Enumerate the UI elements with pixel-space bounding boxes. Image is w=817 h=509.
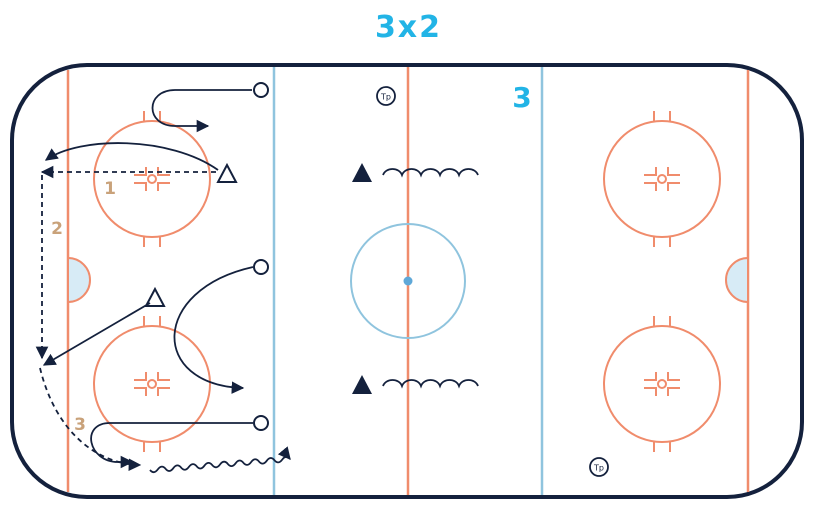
skate-path-middle bbox=[173, 266, 254, 394]
page-title: 3x2 bbox=[374, 10, 443, 45]
skate-path-bottom bbox=[90, 422, 253, 469]
puck-carry-path-top bbox=[382, 168, 479, 178]
faceoff-circle-left-top bbox=[93, 111, 211, 247]
skate-path-defense-2 bbox=[42, 302, 151, 366]
puck-carrier-1-icon bbox=[352, 163, 372, 182]
step-label-1: 1 bbox=[104, 179, 116, 199]
goal-crease-right bbox=[725, 256, 749, 304]
defense-player-2-icon bbox=[144, 286, 166, 307]
coach-right-icon: Tp bbox=[589, 457, 609, 477]
pass-path-3 bbox=[39, 367, 142, 472]
offense-player-1-icon bbox=[253, 82, 269, 98]
offense-player-3-icon bbox=[253, 415, 269, 431]
faceoff-circle-left-bottom bbox=[93, 316, 211, 452]
center-circle bbox=[350, 223, 466, 339]
puck-carry-path-bottom bbox=[149, 446, 291, 474]
coach-right-label: Tp bbox=[593, 464, 604, 473]
faceoff-circle-right-top bbox=[603, 111, 721, 247]
drill-number: 3 bbox=[512, 81, 531, 114]
puck-carrier-2-icon bbox=[352, 375, 372, 394]
coach-center-icon: Tp bbox=[376, 86, 396, 106]
skate-path-top bbox=[151, 89, 252, 133]
skate-path-defense-1 bbox=[44, 142, 219, 171]
offense-player-2-icon bbox=[253, 259, 269, 275]
step-label-3: 3 bbox=[74, 415, 86, 435]
goal-crease-left bbox=[67, 256, 91, 304]
coach-center-label: Tp bbox=[380, 93, 391, 102]
puck-carry-path-bottom-center bbox=[382, 379, 479, 389]
rink-boards bbox=[10, 63, 804, 499]
step-label-2: 2 bbox=[51, 219, 63, 239]
center-dot bbox=[403, 276, 413, 286]
faceoff-circle-right-bottom bbox=[603, 316, 721, 452]
defense-player-1-icon bbox=[216, 162, 238, 183]
